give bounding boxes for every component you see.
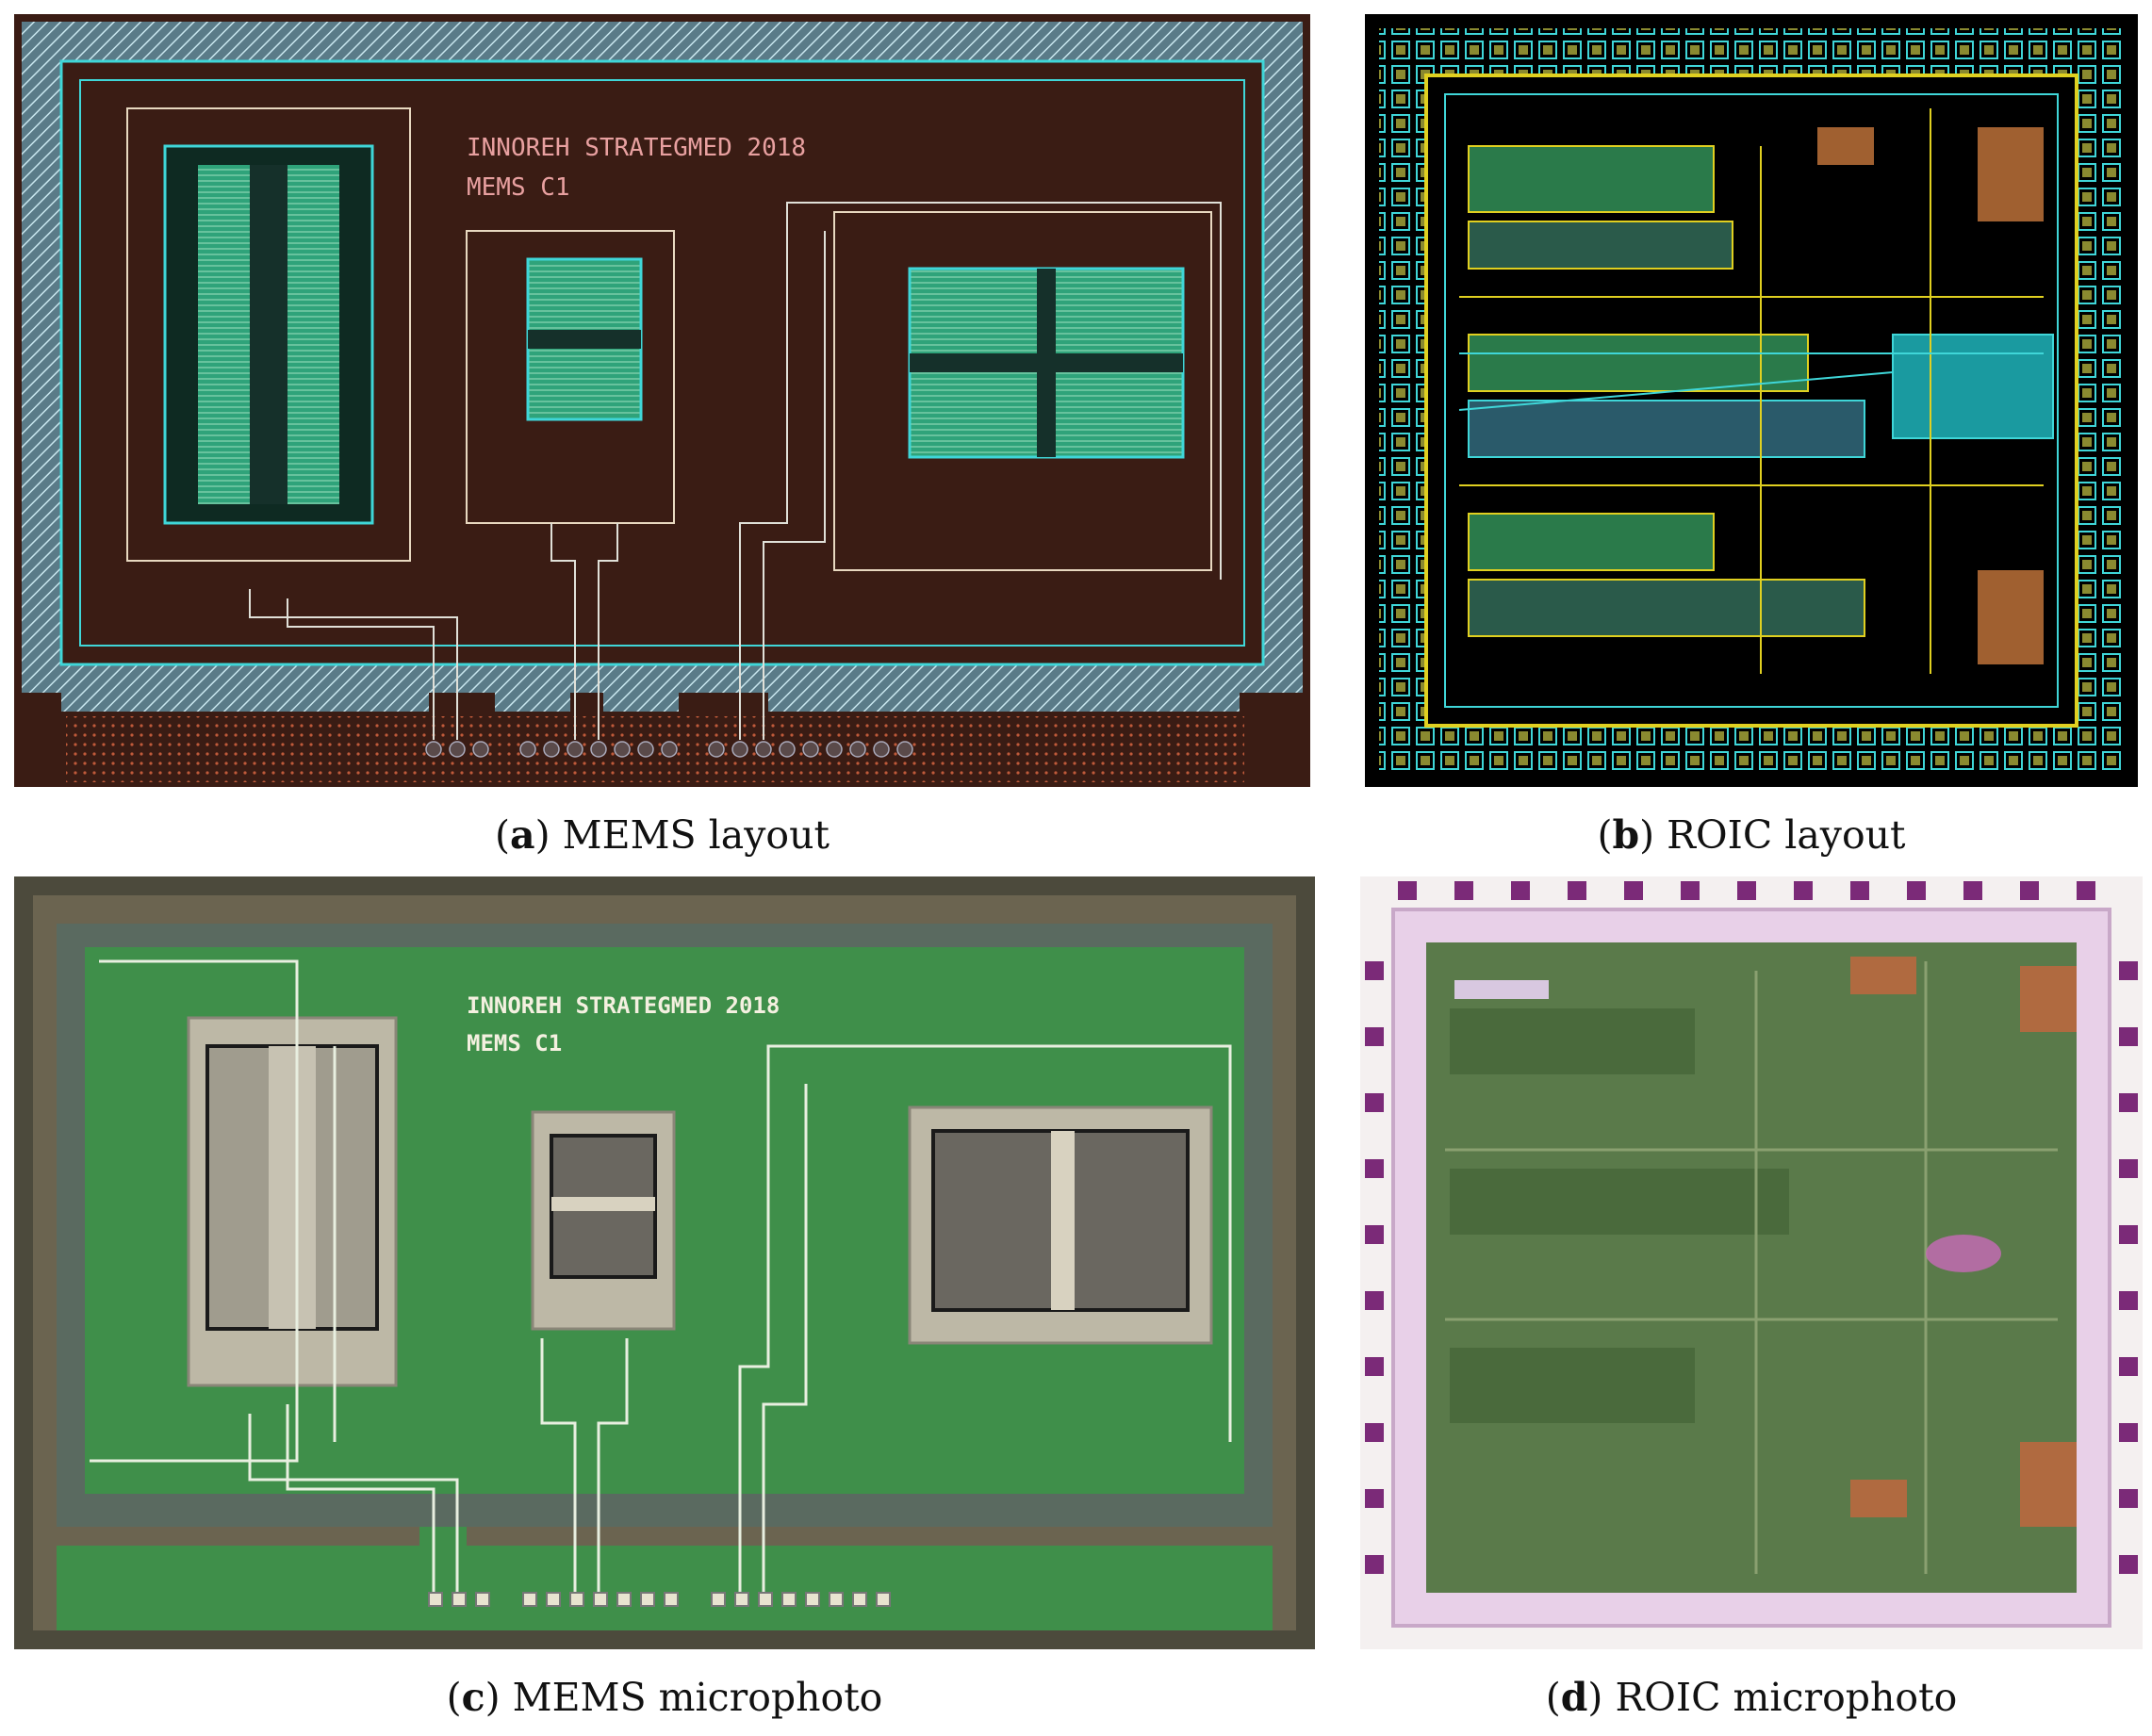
caption-c: (c) MEMS microphoto (446, 1675, 883, 1720)
chip-label-line1: INNOREH STRATEGMED 2018 (467, 134, 806, 162)
caption-a: (a) MEMS layout (495, 812, 830, 858)
caption-c-text: MEMS microphoto (512, 1675, 883, 1720)
caption-a-text: MEMS layout (562, 812, 830, 858)
chip-label-line1: INNOREH STRATEGMED 2018 (467, 992, 780, 1019)
caption-a-letter: a (510, 812, 535, 858)
roic-layout-drawing (1365, 14, 2138, 787)
caption-b: (b) ROIC layout (1597, 812, 1906, 858)
mems-microphoto-drawing: INNOREH STRATEGMED 2018 MEMS C1 (14, 876, 1315, 1649)
caption-b-text: ROIC layout (1667, 812, 1906, 858)
chip-label-line2: MEMS C1 (467, 1030, 562, 1056)
chip-label-line2: MEMS C1 (467, 173, 570, 202)
caption-d-letter: d (1560, 1675, 1588, 1720)
caption-d-text: ROIC microphoto (1615, 1675, 1958, 1720)
roic-microphoto-image (1360, 876, 2143, 1649)
mems-microphoto-image: INNOREH STRATEGMED 2018 MEMS C1 (14, 876, 1315, 1649)
mems-layout-drawing: INNOREH STRATEGMED 2018 MEMS C1 (22, 22, 1303, 782)
caption-d: (d) ROIC microphoto (1545, 1675, 1958, 1720)
mems-layout-image: INNOREH STRATEGMED 2018 MEMS C1 (14, 14, 1310, 787)
roic-microphoto-drawing (1360, 876, 2143, 1649)
roic-layout-image (1365, 14, 2138, 787)
caption-b-letter: b (1612, 812, 1640, 858)
caption-c-letter: c (461, 1675, 485, 1720)
